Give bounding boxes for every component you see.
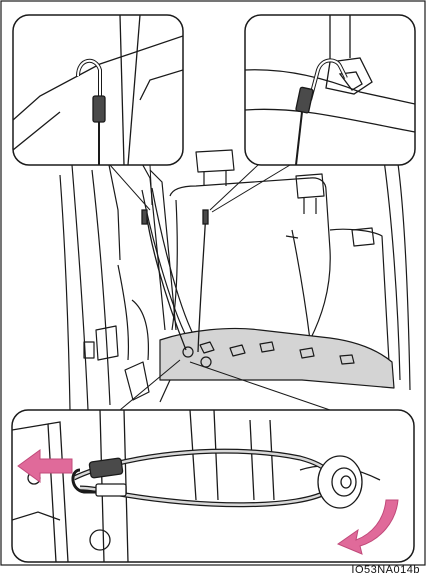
figure-code: IO53NA014b [351, 564, 420, 576]
vehicle-interior [60, 150, 410, 410]
callout-bottom [12, 410, 414, 562]
callout-top-left [13, 15, 183, 165]
callout-top-right [245, 15, 415, 165]
